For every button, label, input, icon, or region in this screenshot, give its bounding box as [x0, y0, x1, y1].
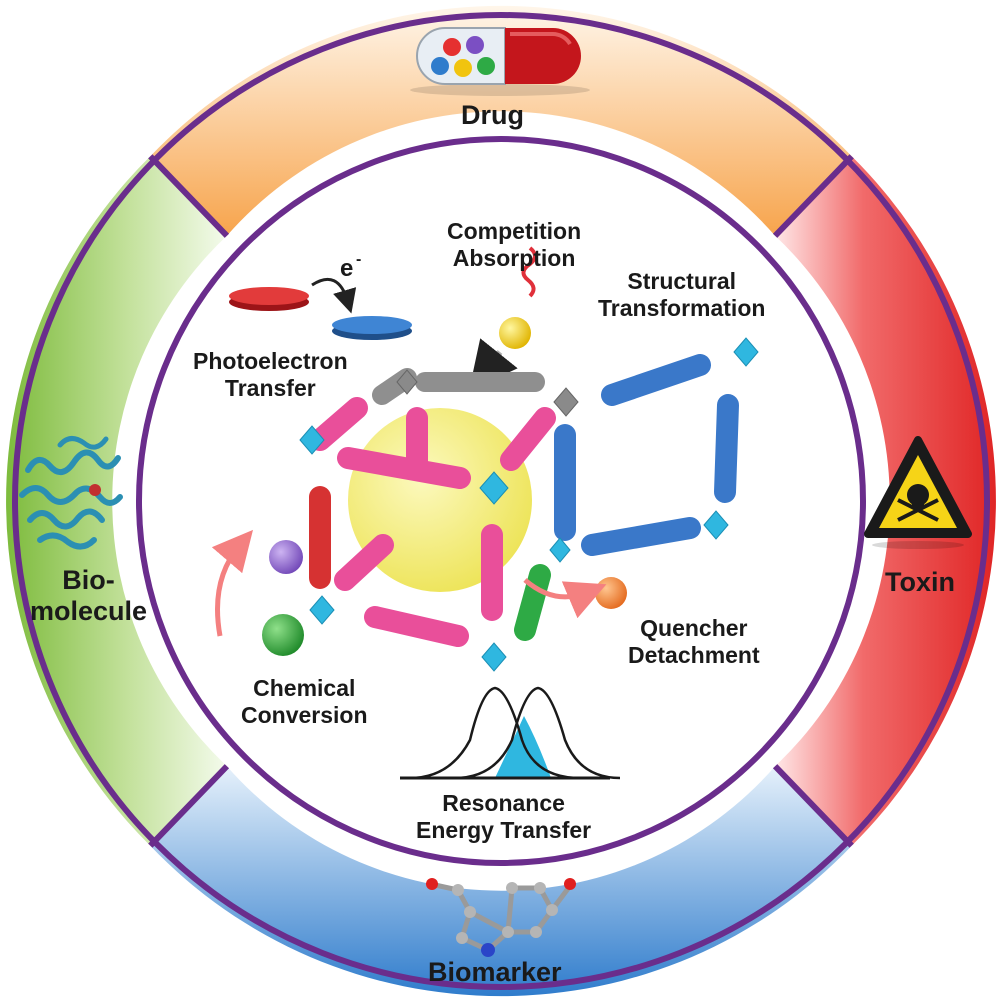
outer-border — [12, 12, 990, 990]
inner-border — [136, 136, 866, 866]
competing-guest — [469, 246, 537, 391]
biomarker-segment — [150, 766, 852, 997]
skull-warning-icon — [864, 436, 972, 549]
chemical-line-1: Chemical — [253, 675, 356, 701]
biomolecule-label: Bio- molecule — [30, 565, 147, 628]
biomarker-label: Biomarker — [428, 957, 562, 987]
outer-ring — [6, 5, 996, 997]
biomolecule-line-2: molecule — [30, 596, 148, 627]
resonance-line-1: Resonance — [442, 790, 565, 816]
quencher-line-1: Quencher — [640, 615, 748, 641]
electron-symbol: e — [340, 255, 354, 282]
electron-charge: - — [356, 251, 362, 268]
drug-label: Drug — [461, 100, 524, 130]
quencher-line-2: Detachment — [628, 641, 760, 668]
framework — [299, 337, 759, 672]
structural-label: Structural Transformation — [598, 268, 765, 321]
chemical-line-2: Conversion — [241, 701, 368, 728]
chemical-label: Chemical Conversion — [241, 675, 368, 728]
spectral-overlap-plot — [400, 686, 621, 780]
photoelectron-line-1: Photoelectron — [193, 348, 348, 374]
drug-segment — [150, 5, 852, 236]
photoelectron-line-2: Transfer — [224, 374, 316, 401]
competition-line-1: Competition — [447, 218, 582, 244]
competition-label: Competition Absorption — [447, 218, 581, 271]
biomolecule-line-1: Bio- — [62, 565, 115, 595]
toxin-label: Toxin — [885, 567, 955, 597]
resonance-label: Resonance Energy Transfer — [416, 790, 591, 843]
quencher-label: Quencher Detachment — [628, 615, 760, 668]
photoelectron-label: Photoelectron Transfer — [193, 348, 348, 401]
structural-line-1: Structural — [627, 268, 737, 294]
capsule-icon — [410, 27, 590, 96]
quencher-detachment — [523, 577, 627, 619]
biomolecule-segment — [6, 156, 227, 846]
resonance-line-2: Energy Transfer — [416, 816, 592, 843]
photoelectron-discs — [229, 277, 412, 340]
structural-line-2: Transformation — [598, 294, 766, 321]
protein-icon — [19, 436, 123, 550]
segment-dividers — [148, 154, 854, 848]
molecule-icon — [426, 878, 576, 957]
competition-line-2: Absorption — [452, 244, 576, 271]
chemical-conversion — [211, 529, 304, 656]
toxin-segment — [775, 156, 996, 846]
